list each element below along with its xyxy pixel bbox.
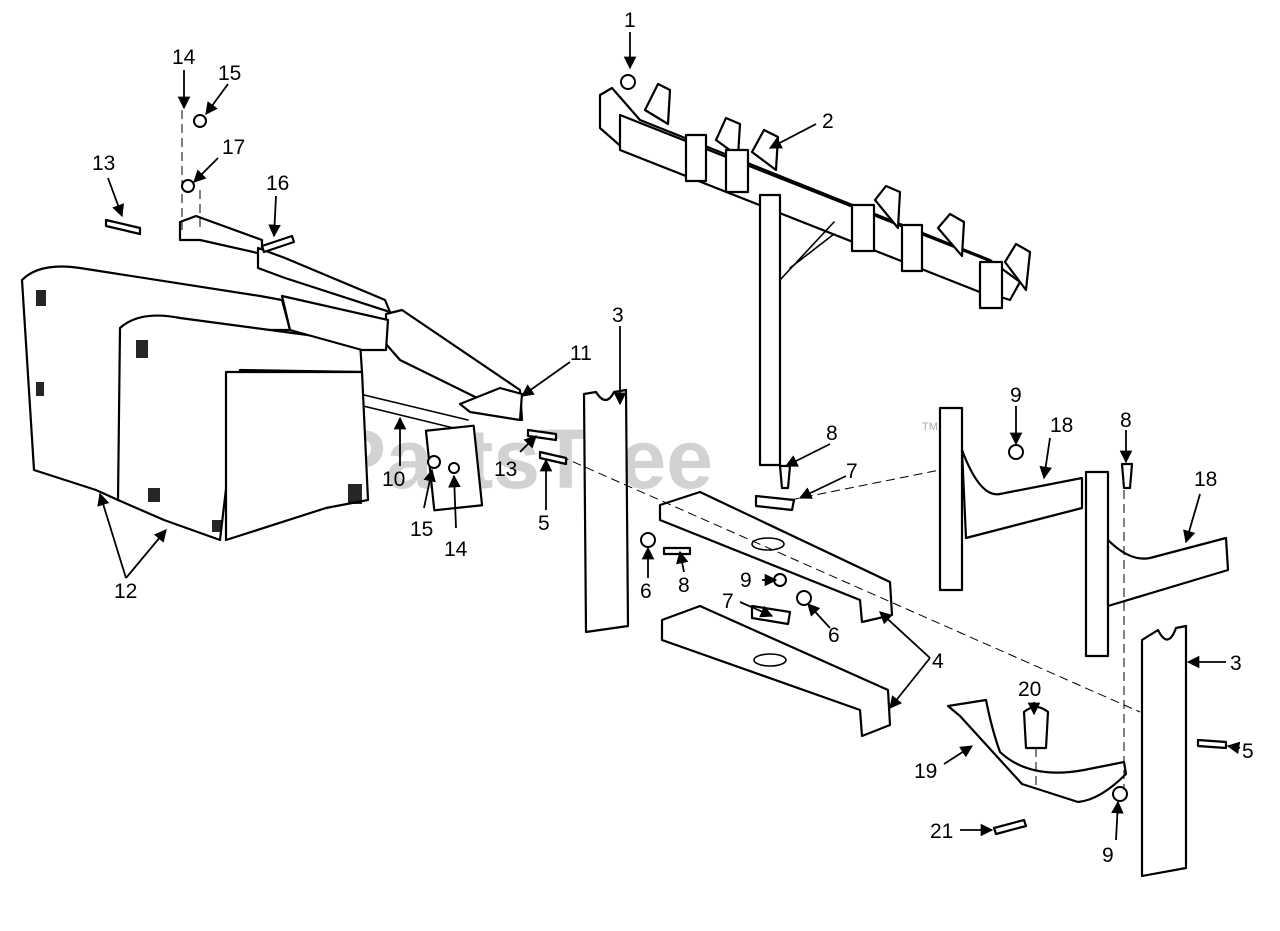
callout-20: 20 (1018, 678, 1041, 701)
callout-11: 11 (570, 342, 592, 365)
callout-7-upper: 7 (846, 460, 858, 483)
callout-13-lower: 13 (494, 458, 517, 481)
support-plates (658, 490, 894, 738)
callout-9-lower: 9 (1102, 844, 1114, 867)
watermark: PartsTree (330, 412, 713, 506)
callout-9-middle: 9 (740, 569, 752, 592)
watermark-trademark: TM (922, 421, 938, 433)
callout-5-left: 5 (538, 512, 550, 535)
callout-8-upper: 8 (826, 422, 838, 445)
callout-7-lower: 7 (722, 590, 734, 613)
upright-bracket-left (582, 388, 630, 634)
callout-16: 16 (266, 172, 289, 195)
callout-2: 2 (822, 110, 834, 133)
callout-15-upper: 15 (218, 62, 241, 85)
hardware (104, 114, 1228, 802)
callout-12: 12 (114, 580, 137, 603)
callout-3-left: 3 (612, 304, 624, 327)
grass-bags (20, 265, 390, 542)
callout-3-right: 3 (1230, 652, 1242, 675)
lower-bracket-19 (946, 698, 1128, 804)
nut-1 (620, 74, 636, 90)
callout-13-upper: 13 (92, 152, 115, 175)
callout-6-left: 6 (640, 580, 652, 603)
callout-17: 17 (222, 136, 245, 159)
upright-bracket-right (1140, 624, 1188, 878)
callout-4: 4 (932, 650, 944, 673)
callout-18-right: 18 (1194, 468, 1217, 491)
callout-14-upper: 14 (172, 46, 196, 69)
callout-18-left: 18 (1050, 414, 1073, 437)
plug-20 (1022, 705, 1050, 750)
callout-10: 10 (382, 468, 405, 491)
callout-9-upper: 9 (1010, 384, 1022, 407)
callout-1: 1 (624, 9, 636, 32)
callout-8-lower: 8 (678, 574, 690, 597)
pin-21 (992, 818, 1028, 836)
side-frames (938, 406, 1230, 658)
callout-19: 19 (914, 760, 937, 783)
callout-5-right: 5 (1242, 740, 1254, 763)
callout-8-right: 8 (1120, 409, 1132, 432)
callout-14-lower: 14 (444, 538, 468, 561)
assembly-lines (181, 110, 1141, 790)
callout-6-right: 6 (828, 624, 840, 647)
callout-21: 21 (930, 820, 953, 843)
callout-labels: 1 2 3 3 4 5 5 6 6 7 7 8 8 8 9 9 9 10 11 … (92, 9, 1254, 867)
leader-arrows (97, 32, 1241, 841)
callout-15-lower: 15 (410, 518, 433, 541)
hitch-bracket-assembly (598, 82, 1032, 467)
